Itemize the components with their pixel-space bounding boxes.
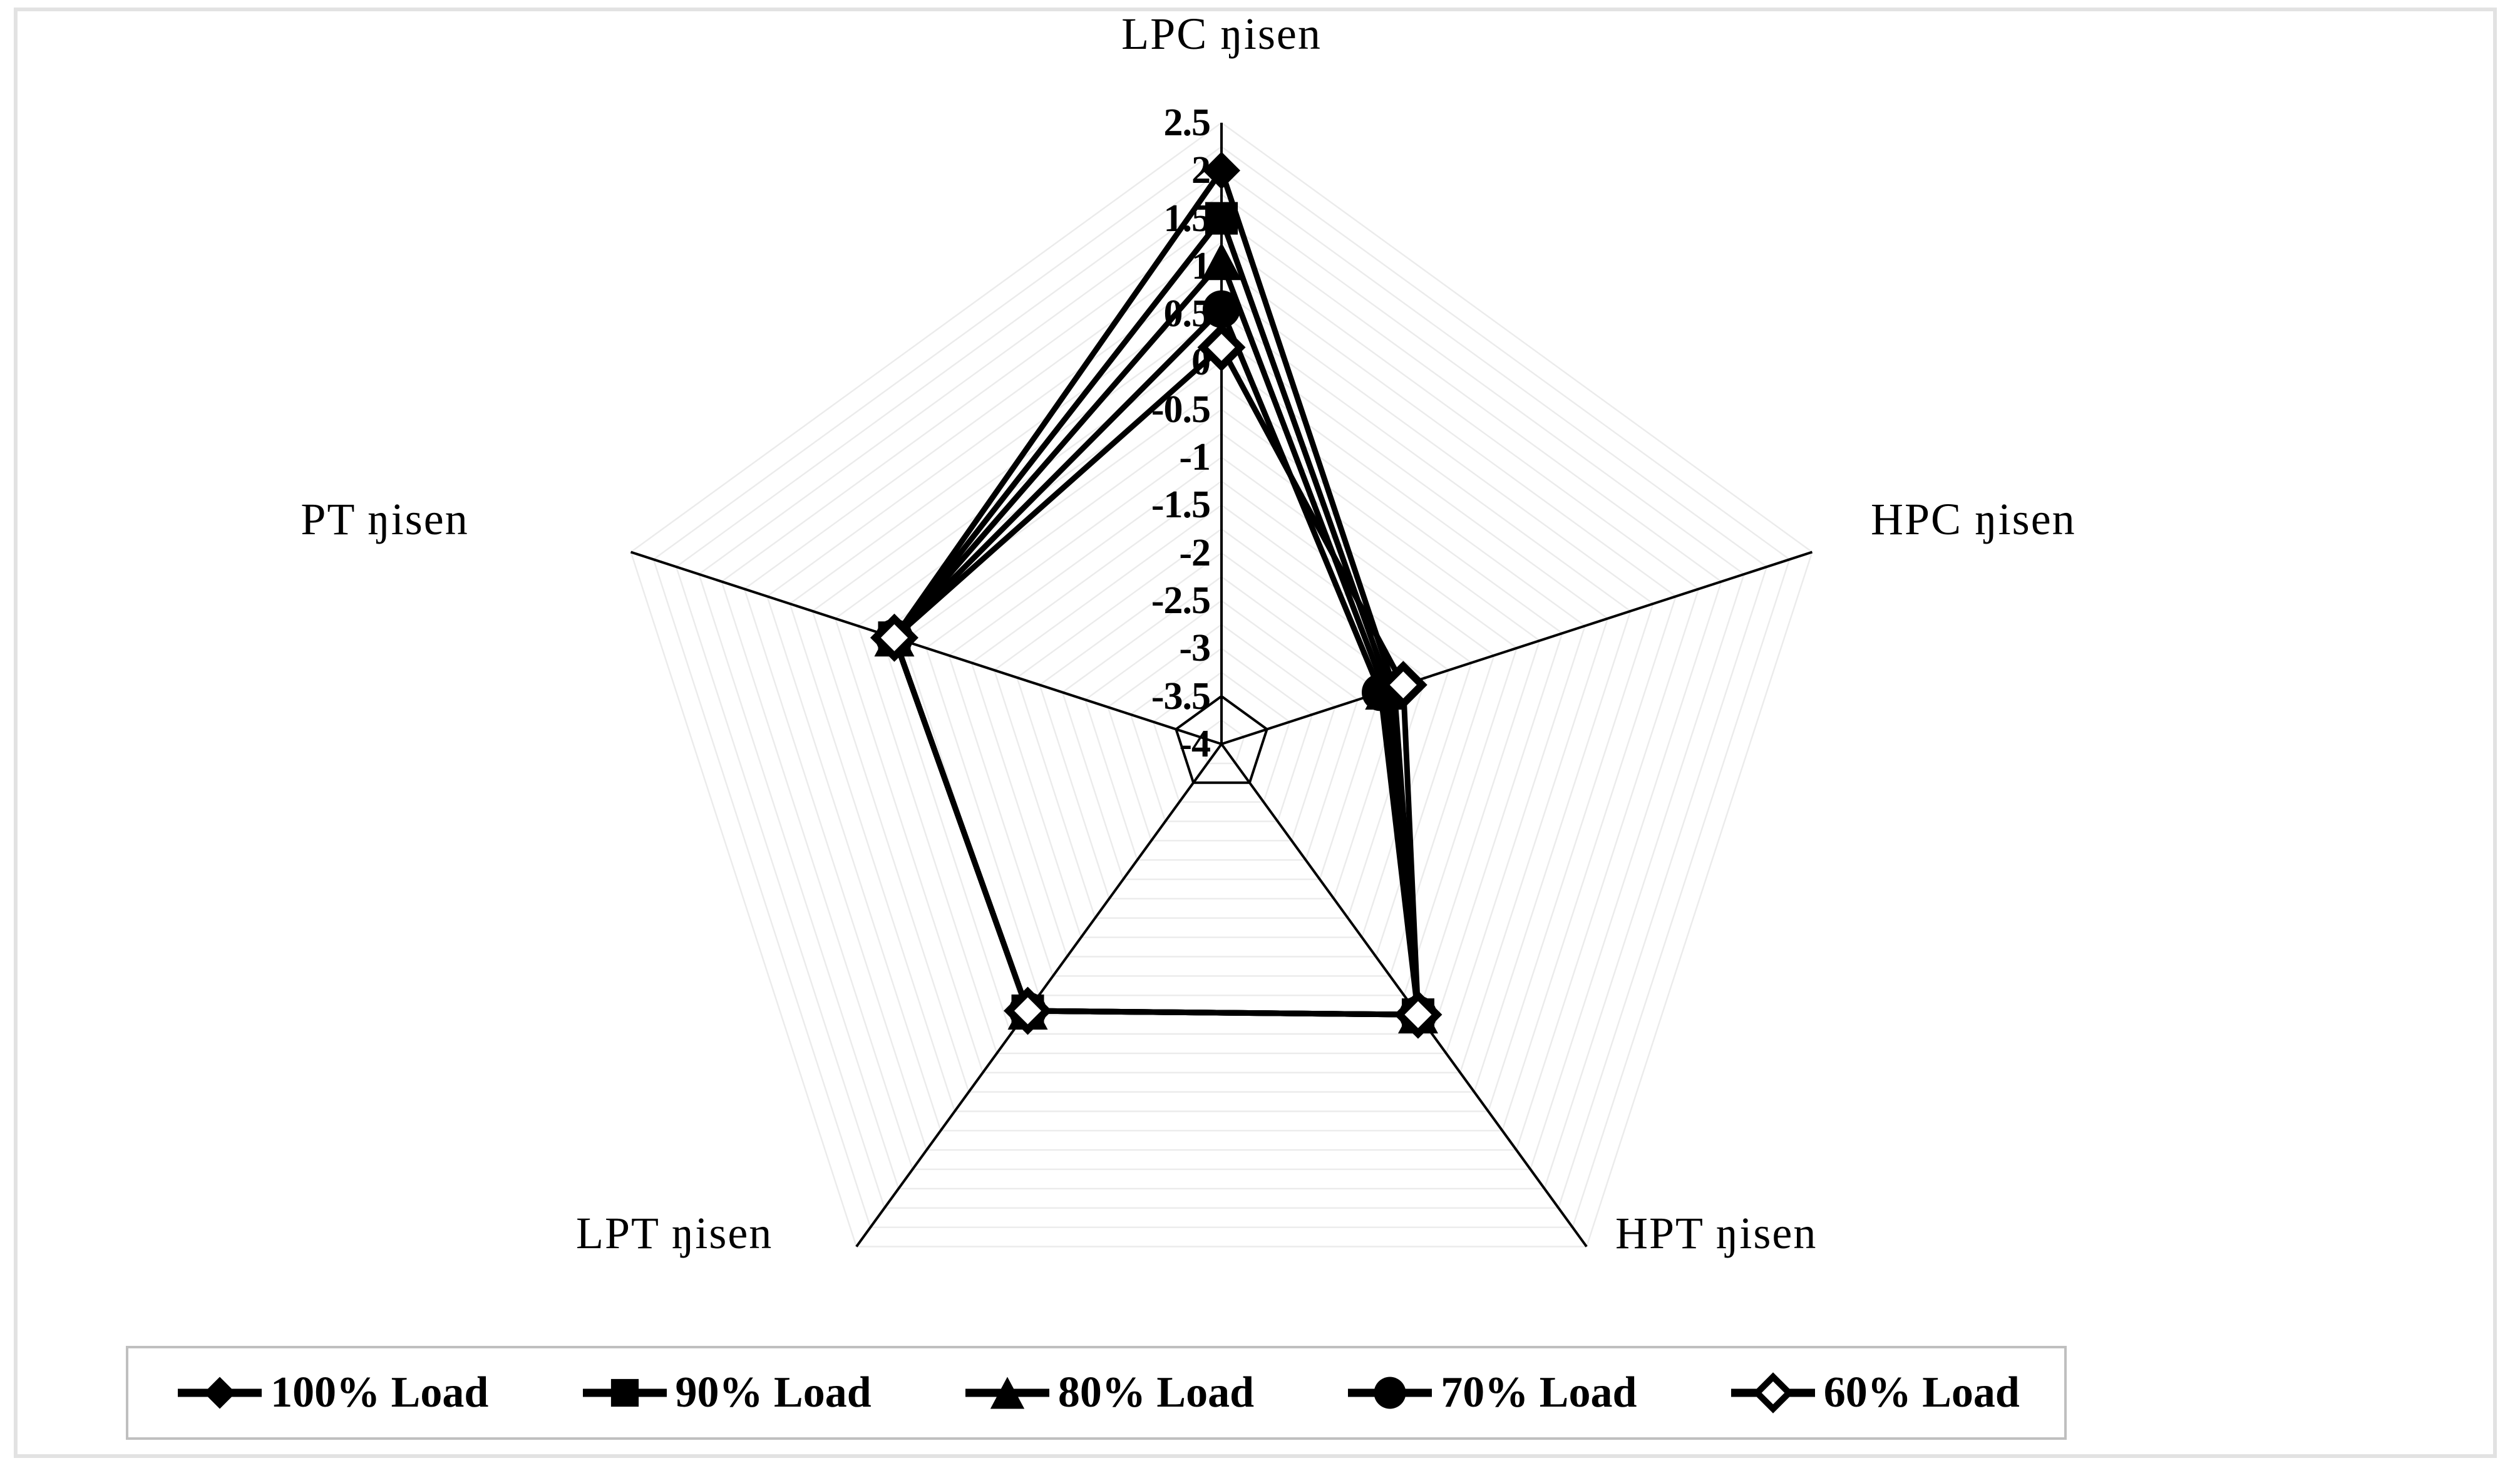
grid-ring [856,361,1587,1055]
grid-ring [1061,576,1382,881]
grid-ring [630,121,1813,1248]
legend-item-80-load[interactable]: 80% Load [960,1368,1254,1418]
axis-label-hpc: HPC ŋisen [1871,494,2076,544]
data-point-filled-square [1205,202,1238,235]
axis-label-lpt: LPT ŋisen [576,1208,773,1258]
radial-tick-neg2: -2 [1179,531,1211,574]
grid-ring [811,313,1632,1093]
legend-item-70-load[interactable]: 70% Load [1343,1368,1637,1418]
legend-label: 80% Load [1057,1368,1255,1417]
radial-tick-neg0p5: -0.5 [1151,388,1211,431]
data-point-open-diamond [870,613,918,662]
legend-marker-filled-square-icon [582,1378,667,1407]
grid-ring [1016,528,1427,919]
grid-ring [834,336,1609,1073]
radial-tick-2p5: 2.5 [1163,101,1211,144]
radial-tick-0p5: 0.5 [1163,292,1211,336]
grid-ring [1084,599,1359,861]
data-point-filled-triangle [1201,242,1242,281]
legend-marker-filled-diamond-icon [178,1377,262,1409]
grid-ring [789,289,1654,1112]
data-point-open-diamond [1004,986,1052,1035]
radial-tick-neg1p5: -1.5 [1151,483,1211,527]
data-point-filled-square [610,1378,639,1407]
radial-tick-neg4: -4 [1179,723,1211,765]
legend-marker-open-diamond-icon [1731,1372,1815,1414]
axis-spoke [1221,550,1813,745]
legend-item-100-load[interactable]: 100% Load [173,1368,488,1418]
axis-spoke [1220,743,1588,1248]
axis-spoke [630,550,1222,745]
chart-legend: 100% Load 90% Load 80% Load 70% Load 60% Loa… [126,1346,2067,1440]
radial-tick-neg2p5: -2.5 [1151,579,1211,623]
axis-label-lpc: LPC ŋisen [1121,9,1322,59]
data-point-open-diamond [1197,323,1246,372]
radial-tick-1p5: 1.5 [1163,197,1211,240]
grid-ring [948,456,1495,977]
axis-label-hpt: HPT ŋisen [1615,1208,1818,1258]
legend-item-90-load[interactable]: 90% Load [578,1368,872,1418]
grid-ring [766,265,1677,1132]
radar-chart-svg [630,121,1813,1248]
grid-ring [1198,719,1245,765]
radial-tick-neg3: -3 [1179,627,1211,670]
radar-series [870,152,1443,1039]
radial-tick-0: 0 [1191,340,1211,383]
data-point-filled-triangle [990,1377,1025,1409]
grid-ring [1152,671,1291,803]
legend-marker-filled-triangle-icon [965,1377,1049,1409]
grid-ring [697,194,1746,1190]
inner-grid-pentagon [1175,695,1268,784]
data-point-open-diamond [1379,661,1427,710]
legend-marker-filled-circle-icon [1348,1377,1432,1409]
radial-tick-neg3p5: -3.5 [1151,674,1211,718]
grid-ring [652,145,1791,1228]
legend-label: 90% Load [675,1368,872,1417]
grid-ring [721,217,1722,1171]
grid-ring [743,241,1700,1151]
series-line [891,343,1421,1018]
legend-label: 100% Load [270,1368,489,1417]
radial-tick-2: 2 [1191,149,1211,192]
radial-tick-1: 1 [1191,244,1211,287]
legend-label: 60% Load [1823,1368,2020,1417]
series-60-load [870,323,1443,1039]
grid-ring [1107,623,1336,842]
data-point-open-diamond [1394,990,1443,1039]
axis-label-pt: PT ŋisen [301,494,469,544]
grid-ring [925,432,1518,996]
grid-ring [970,480,1473,958]
radial-tick-neg1: -1 [1179,436,1211,479]
data-point-open-diamond [1752,1372,1794,1414]
grid-ring [1129,647,1314,822]
legend-label: 70% Load [1441,1368,1637,1417]
data-point-filled-circle [1203,290,1240,328]
grid-ring [675,169,1768,1209]
legend-item-60-load[interactable]: 60% Load [1726,1368,2020,1418]
grid-ring [993,504,1450,938]
data-point-filled-circle [1374,1377,1406,1409]
data-point-filled-diamond [203,1377,236,1409]
